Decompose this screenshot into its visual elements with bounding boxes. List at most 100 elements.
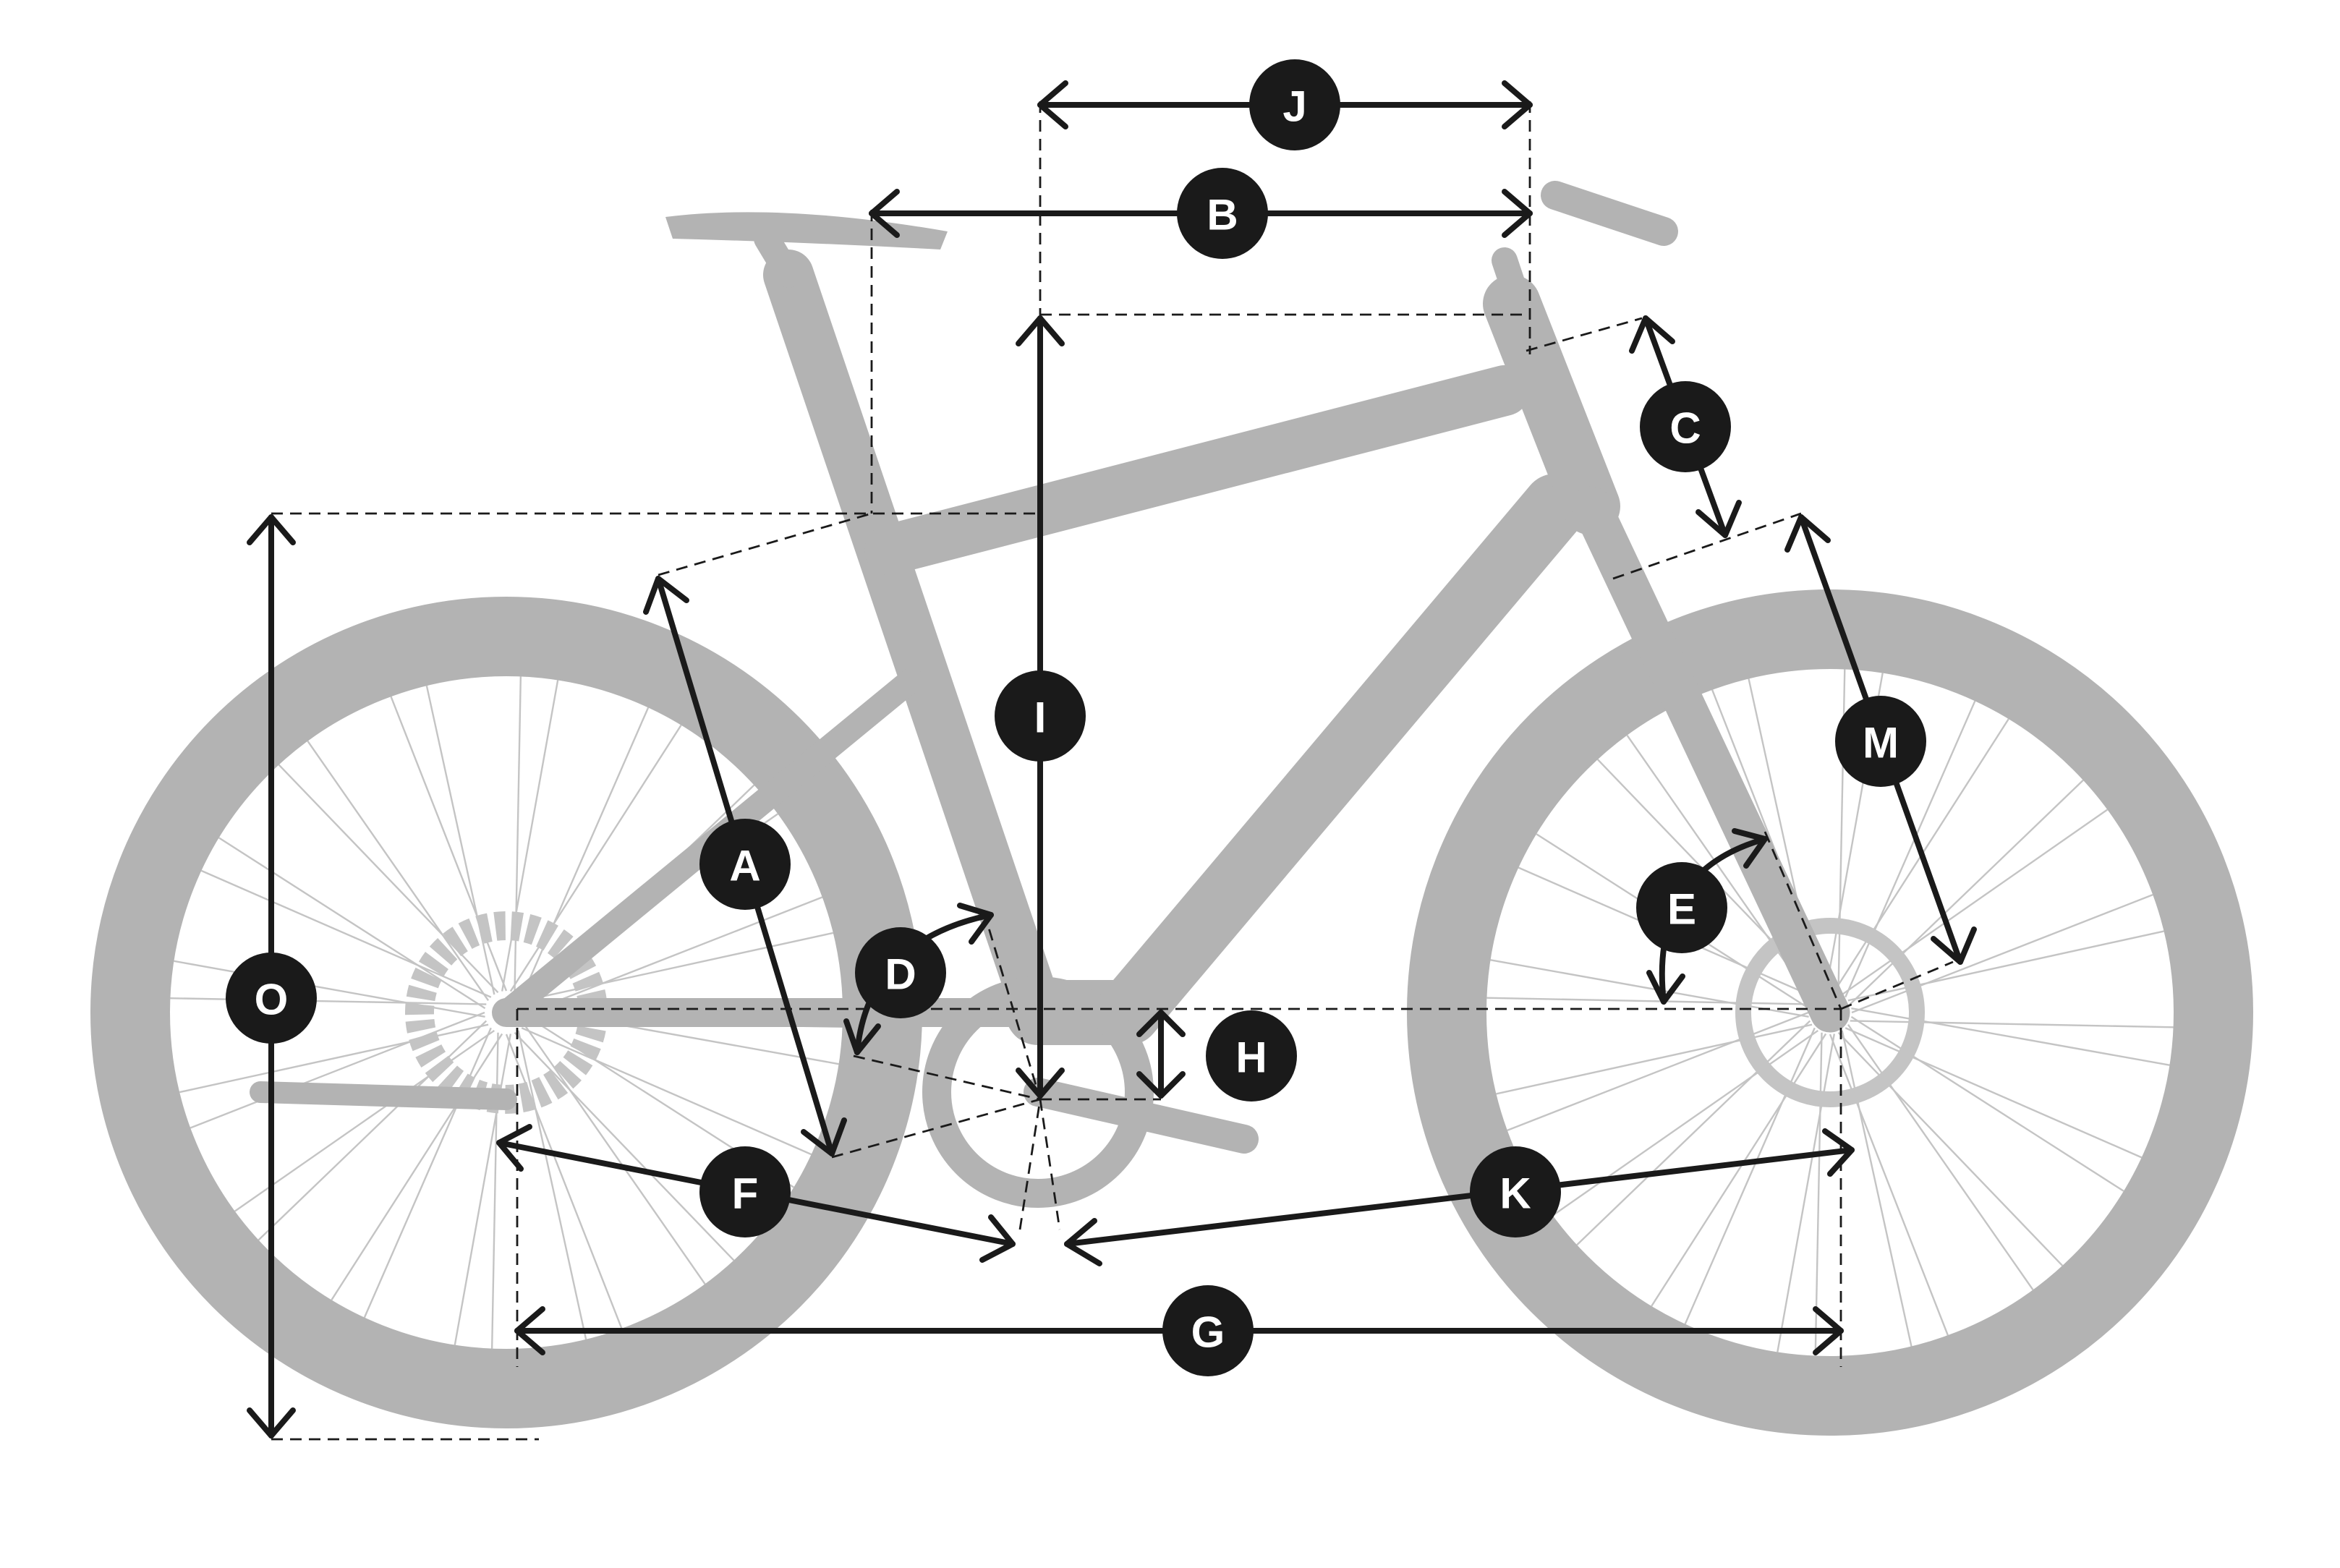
spoke — [1651, 1033, 1827, 1307]
badge-g: G — [1162, 1285, 1254, 1376]
spoke — [1684, 1027, 1816, 1325]
dash-line-c-top — [1526, 317, 1643, 352]
badge-i-label: I — [1034, 694, 1047, 742]
dash-line-e-axis — [1763, 831, 1842, 1010]
arrowhead-icon — [1784, 514, 1831, 553]
spoke — [1490, 959, 1809, 1018]
seat-tube — [763, 250, 1063, 1038]
spoke — [278, 764, 499, 994]
seat-post — [754, 226, 801, 288]
badge-e: E — [1636, 862, 1727, 953]
dimension-k-line — [1064, 1147, 1855, 1247]
spoke — [501, 680, 559, 992]
spoke — [490, 1032, 499, 1349]
badge-d: D — [855, 927, 946, 1018]
dash-line-d-top — [982, 911, 1042, 1100]
arrowhead-icon — [1629, 315, 1675, 354]
fork — [1571, 486, 1850, 1033]
badge-a-label: A — [729, 842, 760, 890]
spoke — [505, 1034, 623, 1329]
spoke — [1552, 1029, 1819, 1217]
badge-o: O — [226, 953, 317, 1044]
spoke — [1486, 997, 1811, 1005]
spoke — [514, 676, 522, 993]
spoke — [425, 685, 495, 995]
arrowhead-icon — [1064, 1218, 1102, 1266]
spoke — [527, 896, 823, 1014]
spoke — [200, 869, 492, 998]
spoke — [1841, 809, 2109, 996]
arrowhead-icon — [514, 1306, 545, 1355]
down-tube — [1005, 474, 1588, 1045]
spoke — [1851, 1007, 2170, 1066]
spoke — [258, 1020, 488, 1241]
spoke — [514, 1031, 735, 1261]
badge-i: I — [995, 670, 1086, 762]
spoke — [1576, 1020, 1811, 1246]
badge-j-label: J — [1282, 82, 1306, 131]
arrowhead-icon — [1732, 828, 1768, 869]
arrowhead-icon — [1502, 80, 1533, 129]
dash-line-m-bottom — [1840, 960, 1954, 1010]
arrowhead-icon — [1502, 189, 1533, 238]
arrowhead-icon — [1016, 1068, 1065, 1099]
spoke — [1847, 930, 2164, 1002]
badge-h: H — [1206, 1010, 1297, 1102]
arrowhead-icon — [957, 903, 994, 945]
spoke — [1814, 1032, 1823, 1356]
badge-c-label: C — [1669, 404, 1701, 453]
crank-arm — [1024, 1078, 1259, 1154]
arrowhead-icon — [1822, 1128, 1855, 1177]
spoke — [523, 1023, 706, 1284]
saddle — [665, 212, 948, 250]
spoke — [331, 1033, 503, 1300]
dash-line-a-bottom — [831, 1098, 1041, 1159]
dash-line-bb-drop — [1018, 1099, 1061, 1230]
spoke — [307, 741, 490, 1002]
badge-a: A — [699, 819, 791, 910]
badge-b: B — [1177, 168, 1268, 259]
badge-f-label: F — [732, 1169, 759, 1218]
badge-g-label: G — [1191, 1308, 1225, 1357]
spoke — [1496, 1023, 1813, 1095]
head-tube — [1483, 275, 1620, 535]
spoke — [1507, 1011, 1809, 1131]
spoke — [1845, 1027, 2143, 1159]
badge-m-label: M — [1863, 719, 1899, 767]
arrowhead-icon — [247, 514, 296, 545]
arrowhead-icon — [247, 1407, 296, 1439]
badge-f: F — [699, 1146, 791, 1237]
spoke — [1850, 1020, 2174, 1028]
spoke — [521, 1027, 812, 1156]
dash-line-d-bottom — [853, 1054, 1041, 1101]
arrowhead-icon — [1037, 80, 1068, 129]
arrowhead-icon — [1696, 500, 1742, 538]
badge-e-label: E — [1667, 885, 1696, 934]
spoke — [1849, 779, 2084, 1005]
spoke — [1851, 894, 2153, 1014]
badge-j: J — [1249, 59, 1340, 150]
badge-d-label: D — [885, 950, 916, 999]
spoke — [218, 837, 486, 1010]
arrowhead-icon — [1813, 1306, 1844, 1355]
disc-rotor — [1735, 918, 1925, 1107]
front-tire — [1407, 589, 2253, 1436]
arrowhead-icon — [496, 1124, 532, 1172]
badge-b-label: B — [1207, 191, 1238, 239]
spoke — [1626, 734, 1813, 1002]
badge-h-label: H — [1235, 1034, 1267, 1082]
arrowhead-icon — [1016, 315, 1065, 346]
spoke — [190, 1011, 485, 1129]
badge-m: M — [1835, 696, 1926, 787]
spoke — [454, 1034, 512, 1345]
arrowhead-icon — [869, 189, 900, 238]
spoke — [390, 696, 508, 992]
arrowhead-icon — [1136, 1010, 1186, 1037]
arrowhead-icon — [1136, 1071, 1186, 1099]
arrowhead-icon — [1646, 970, 1685, 1005]
stem — [1492, 247, 1532, 317]
spoke — [1841, 1030, 1913, 1347]
spoke — [1847, 1023, 2034, 1291]
spoke — [1845, 700, 1976, 998]
